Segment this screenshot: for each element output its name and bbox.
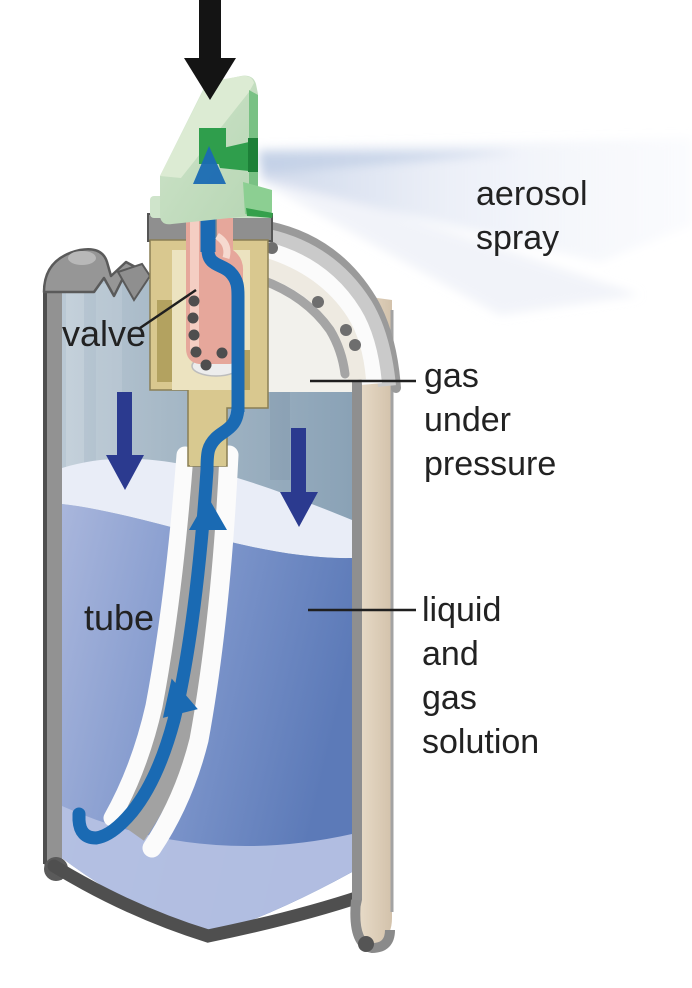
press-down-arrow [184, 0, 236, 100]
can-bottom-rim [47, 859, 369, 943]
down-arrow-right [280, 428, 318, 527]
label-liquid-gas-solution: liquid and gas solution [422, 591, 540, 761]
flow-up-arrowhead-1 [189, 497, 227, 530]
can-top-dome [257, 221, 401, 393]
label-gas-under-pressure: gas under pressure [424, 357, 557, 483]
nozzle-channel [199, 128, 258, 172]
spray-cone [258, 138, 692, 315]
tube-flow-line [72, 463, 214, 845]
nozzle-actuator [150, 75, 273, 225]
label-valve: valve [62, 313, 147, 354]
dip-tube [72, 445, 239, 858]
valve-spring [187, 295, 228, 371]
gas-pressure-arrows [106, 392, 318, 527]
label-tube: tube [84, 597, 155, 638]
flow-up-arrowhead-2 [162, 678, 198, 718]
down-arrow-left [106, 392, 144, 490]
can-left-rim [42, 248, 152, 302]
leader-lines [139, 288, 416, 612]
label-aerosol-spray: aerosol spray [476, 175, 588, 257]
valve-leader-line [139, 288, 197, 330]
can-right-wall [350, 296, 395, 954]
